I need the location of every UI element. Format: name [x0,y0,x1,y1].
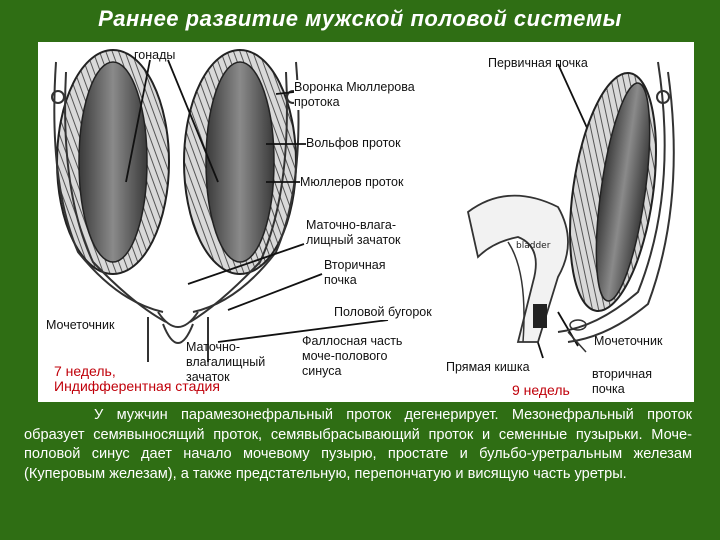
slide-title: Раннее развитие мужской половой системы [0,6,720,32]
label-wolffian-duct: Вольфов проток [306,136,401,151]
label-ureter-left: Мочеточник [46,318,114,333]
uterovaginal-top-text: Маточно-влага- лищный зачаток [306,218,401,247]
secondary-kidney-text: Вторичная почка [324,258,386,287]
bladder-tag: bladder [516,241,551,251]
label-mullerian-duct: Мюллеров проток [300,175,403,190]
label-genital-tubercle: Половой бугорок [334,305,432,320]
mullerian-funnel-text: Воронка Мюллерова протока [294,80,415,109]
label-rectum: Прямая кишка [446,360,530,375]
label-phallic-part: Фаллосная часть моче-полового синуса [302,334,402,379]
right-embryo [468,62,674,352]
label-ureter-right: Мочеточник [594,334,662,349]
label-gonads: гонады [134,48,175,63]
secondary-kidney-right-text: вторичная почка [592,367,652,396]
label-mullerian-funnel: Воронка Мюллерова протока [294,80,415,110]
left-gonad-pair [57,50,296,274]
label-secondary-kidney-right: вторичная почка [592,367,652,397]
label-uterovaginal-primordium-top: Маточно-влага- лищный зачаток [306,218,401,248]
description-paragraph: У мужчин парамезонефральный проток деген… [24,406,692,484]
stage-left: 7 недель, Индифферентная стадия [54,364,220,394]
label-primary-kidney: Первичная почка [488,56,588,71]
stage-left-text: 7 недель, Индифферентная стадия [54,363,220,394]
description-text: У мужчин парамезонефральный проток деген… [24,406,692,484]
stage-right: 9 недель [512,383,570,398]
label-secondary-kidney: Вторичная почка [324,258,386,288]
phallic-part-text: Фаллосная часть моче-полового синуса [302,334,402,378]
